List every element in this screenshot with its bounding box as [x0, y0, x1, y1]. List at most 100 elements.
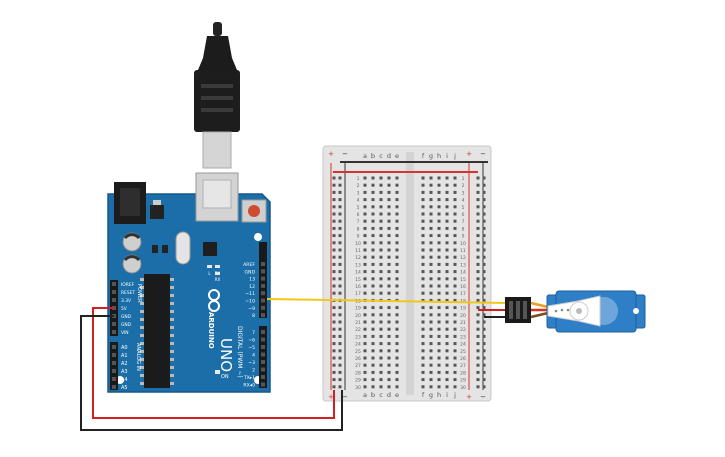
rail-hole[interactable]: [482, 385, 486, 389]
breadboard-hole[interactable]: [429, 385, 433, 389]
rail-hole[interactable]: [482, 277, 486, 281]
breadboard-hole[interactable]: [395, 313, 399, 317]
rail-hole[interactable]: [482, 342, 486, 346]
rail-hole[interactable]: [482, 334, 486, 338]
breadboard-hole[interactable]: [387, 378, 391, 382]
breadboard-hole[interactable]: [363, 327, 367, 331]
breadboard-hole[interactable]: [379, 219, 383, 223]
breadboard-hole[interactable]: [421, 298, 425, 302]
rail-hole[interactable]: [476, 313, 480, 317]
breadboard-hole[interactable]: [395, 234, 399, 238]
breadboard-hole[interactable]: [371, 190, 375, 194]
rail-hole[interactable]: [476, 262, 480, 266]
breadboard-hole[interactable]: [429, 327, 433, 331]
breadboard-hole[interactable]: [437, 363, 441, 367]
rail-hole[interactable]: [476, 385, 480, 389]
rail-hole[interactable]: [338, 327, 342, 331]
breadboard-hole[interactable]: [363, 378, 367, 382]
rail-hole[interactable]: [482, 219, 486, 223]
breadboard-hole[interactable]: [371, 219, 375, 223]
rail-hole[interactable]: [332, 349, 336, 353]
breadboard-hole[interactable]: [421, 349, 425, 353]
rail-hole[interactable]: [476, 198, 480, 202]
breadboard-hole[interactable]: [379, 306, 383, 310]
wire-gnd-to-rail[interactable]: [80, 315, 343, 431]
breadboard-hole[interactable]: [387, 356, 391, 360]
breadboard-hole[interactable]: [363, 262, 367, 266]
rail-hole[interactable]: [332, 306, 336, 310]
breadboard-hole[interactable]: [453, 270, 457, 274]
breadboard-hole[interactable]: [371, 385, 375, 389]
breadboard-hole[interactable]: [379, 356, 383, 360]
breadboard-hole[interactable]: [437, 320, 441, 324]
rail-hole[interactable]: [338, 349, 342, 353]
breadboard-hole[interactable]: [453, 198, 457, 202]
rail-hole[interactable]: [338, 284, 342, 288]
breadboard-hole[interactable]: [429, 212, 433, 216]
breadboard-hole[interactable]: [379, 320, 383, 324]
breadboard-hole[interactable]: [387, 176, 391, 180]
rail-hole[interactable]: [332, 176, 336, 180]
breadboard-hole[interactable]: [429, 284, 433, 288]
breadboard-hole[interactable]: [429, 334, 433, 338]
breadboard-hole[interactable]: [363, 198, 367, 202]
breadboard-hole[interactable]: [429, 277, 433, 281]
breadboard-hole[interactable]: [437, 255, 441, 259]
breadboard-hole[interactable]: [387, 270, 391, 274]
breadboard-hole[interactable]: [379, 183, 383, 187]
breadboard-hole[interactable]: [387, 334, 391, 338]
breadboard-hole[interactable]: [421, 226, 425, 230]
breadboard-hole[interactable]: [421, 385, 425, 389]
breadboard-hole[interactable]: [379, 291, 383, 295]
breadboard-hole[interactable]: [445, 226, 449, 230]
rail-hole[interactable]: [332, 327, 336, 331]
rail-hole[interactable]: [476, 255, 480, 259]
rail-hole[interactable]: [476, 183, 480, 187]
power-header-pin[interactable]: [112, 330, 116, 334]
breadboard-hole[interactable]: [437, 176, 441, 180]
breadboard-hole[interactable]: [453, 306, 457, 310]
breadboard-hole[interactable]: [429, 190, 433, 194]
rail-hole[interactable]: [482, 270, 486, 274]
breadboard-hole[interactable]: [453, 363, 457, 367]
breadboard-hole[interactable]: [421, 255, 425, 259]
breadboard-hole[interactable]: [387, 262, 391, 266]
breadboard-hole[interactable]: [371, 234, 375, 238]
rail-hole[interactable]: [482, 291, 486, 295]
breadboard-hole[interactable]: [445, 183, 449, 187]
rail-hole[interactable]: [338, 198, 342, 202]
rail-hole[interactable]: [482, 378, 486, 382]
breadboard-hole[interactable]: [437, 226, 441, 230]
breadboard-hole[interactable]: [453, 313, 457, 317]
rail-hole[interactable]: [476, 205, 480, 209]
rail-hole[interactable]: [338, 262, 342, 266]
breadboard-hole[interactable]: [453, 370, 457, 374]
breadboard-hole[interactable]: [445, 349, 449, 353]
breadboard-hole[interactable]: [395, 262, 399, 266]
digital-header-pin[interactable]: [261, 367, 265, 372]
digital-header-pin[interactable]: [261, 283, 265, 288]
breadboard-hole[interactable]: [445, 291, 449, 295]
breadboard-hole[interactable]: [387, 313, 391, 317]
breadboard-hole[interactable]: [395, 270, 399, 274]
breadboard-hole[interactable]: [395, 226, 399, 230]
breadboard-hole[interactable]: [363, 205, 367, 209]
breadboard-hole[interactable]: [379, 277, 383, 281]
breadboard-hole[interactable]: [387, 342, 391, 346]
rail-hole[interactable]: [476, 356, 480, 360]
rail-hole[interactable]: [476, 176, 480, 180]
breadboard-hole[interactable]: [437, 356, 441, 360]
rail-hole[interactable]: [332, 378, 336, 382]
breadboard-hole[interactable]: [437, 270, 441, 274]
breadboard-hole[interactable]: [387, 219, 391, 223]
breadboard-hole[interactable]: [371, 277, 375, 281]
rail-hole[interactable]: [482, 234, 486, 238]
rail-hole[interactable]: [476, 320, 480, 324]
breadboard-hole[interactable]: [453, 327, 457, 331]
digital-header-pin[interactable]: [261, 352, 265, 357]
breadboard-hole[interactable]: [437, 370, 441, 374]
breadboard-hole[interactable]: [445, 212, 449, 216]
rail-hole[interactable]: [332, 363, 336, 367]
breadboard-hole[interactable]: [445, 262, 449, 266]
breadboard-hole[interactable]: [379, 255, 383, 259]
